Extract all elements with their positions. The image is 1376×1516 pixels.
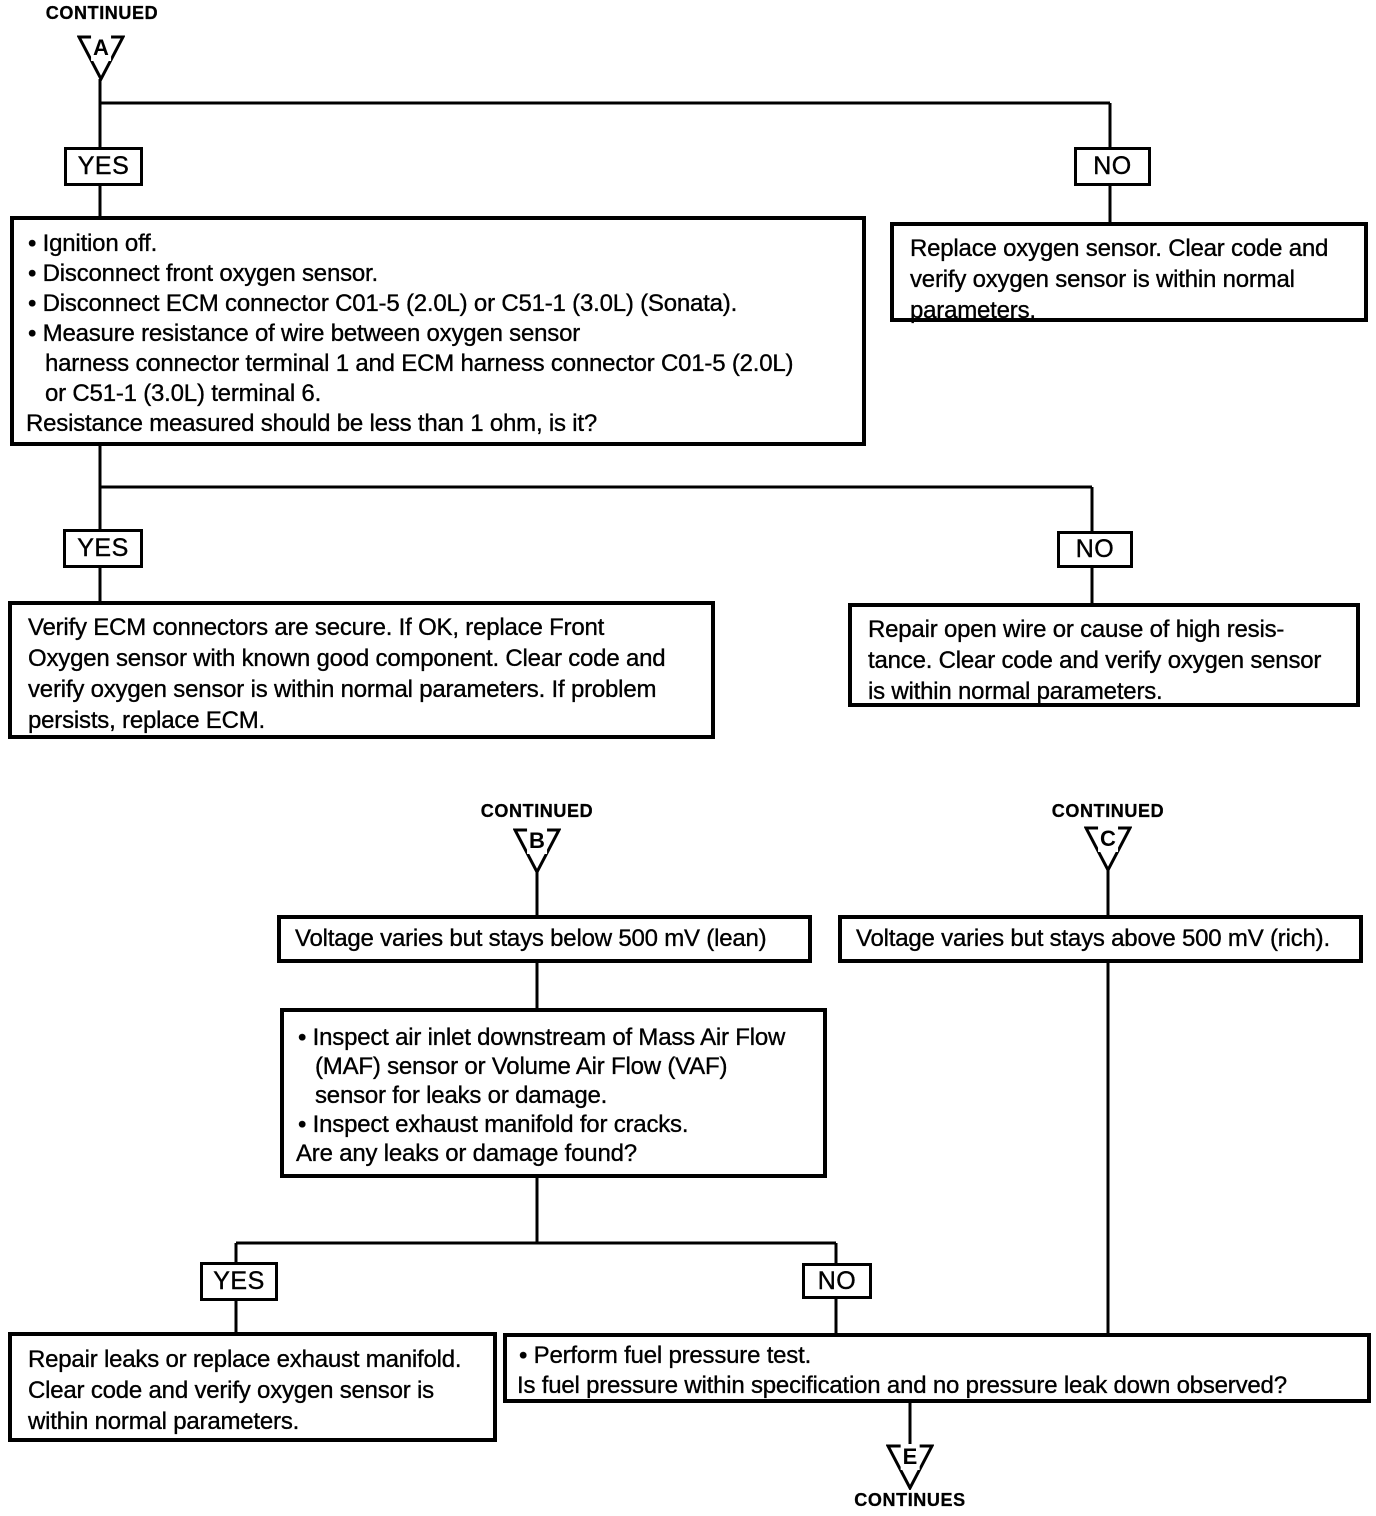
box-line: or C51-1 (3.0L) terminal 6. [45,380,322,407]
repair-wire-box: Repair open wire or cause of high resis-… [848,603,1360,707]
continued-label-c: CONTINUED [1051,801,1165,821]
box-line: • Perform fuel pressure test. [519,1342,812,1369]
box-line: Oxygen sensor with known good component.… [28,645,666,672]
box-line: • Disconnect front oxygen sensor. [28,260,379,287]
connector-c: C [1084,826,1132,872]
voltage-rich-box: Voltage varies but stays above 500 mV (r… [838,915,1363,963]
box-line: Repair leaks or replace exhaust manifold… [28,1346,462,1373]
connector-e: E [886,1444,934,1490]
box-line: Voltage varies but stays above 500 mV (r… [856,925,1330,952]
yes-badge-2-label: YES [77,534,129,562]
yes-badge-1: YES [64,147,143,186]
box-line: harness connector terminal 1 and ECM har… [45,350,794,377]
yes-badge-3-label: YES [213,1267,265,1295]
connector-b: B [513,828,561,874]
box-line: • Inspect exhaust manifold for cracks. [298,1111,689,1138]
box-line: persists, replace ECM. [28,707,266,734]
box-line: • Measure resistance of wire between oxy… [28,320,581,347]
box-line: is within normal parameters. [868,678,1163,705]
connector-c-letter: C [1098,826,1118,852]
replace-oxygen-box: Replace oxygen sensor. Clear code and ve… [890,222,1368,324]
box-line: verify oxygen sensor is within normal pa… [28,676,657,703]
connector-a-letter: A [91,35,111,61]
box-line: • Disconnect ECM connector C01-5 (2.0L) … [28,290,738,317]
continued-label-b: CONTINUED [480,801,594,821]
inspect-air-box: • Inspect air inlet downstream of Mass A… [280,1008,827,1178]
box-line: Resistance measured should be less than … [26,410,598,437]
continues-label-e: CONTINUES [854,1490,966,1510]
connector-e-letter: E [900,1444,920,1470]
box-line: • Inspect air inlet downstream of Mass A… [298,1024,786,1051]
box-line: Repair open wire or cause of high resis- [868,616,1285,643]
fuel-pressure-box: • Perform fuel pressure test. Is fuel pr… [503,1333,1371,1403]
continued-label-a: CONTINUED [45,3,159,23]
no-badge-1: NO [1074,147,1151,186]
box-line: Clear code and verify oxygen sensor is [28,1377,435,1404]
box-line: Replace oxygen sensor. Clear code and [910,235,1329,262]
box-line: • Ignition off. [28,230,158,257]
repair-leaks-box: Repair leaks or replace exhaust manifold… [8,1332,497,1442]
no-badge-2-label: NO [1075,535,1115,563]
connector-a: A [77,35,125,81]
no-badge-3: NO [802,1263,872,1299]
box-line: verify oxygen sensor is within normal [910,266,1295,293]
box-line: Are any leaks or damage found? [296,1140,637,1167]
box-line: within normal parameters. [28,1408,300,1435]
connector-b-letter: B [527,828,547,854]
verify-ecm-box: Verify ECM connectors are secure. If OK,… [8,601,715,739]
no-badge-3-label: NO [817,1266,857,1295]
box-line: parameters. [910,297,1036,324]
procedure-box: • Ignition off. • Disconnect front oxyge… [10,216,866,446]
box-line: sensor for leaks or damage. [315,1082,608,1109]
yes-badge-1-label: YES [77,152,130,180]
no-badge-1-label: NO [1093,152,1132,180]
box-line: tance. Clear code and verify oxygen sens… [868,647,1322,674]
voltage-lean-box: Voltage varies but stays below 500 mV (l… [277,915,812,963]
box-line: Is fuel pressure within specification an… [517,1372,1287,1399]
yes-badge-2: YES [63,529,143,568]
no-badge-2: NO [1057,531,1133,568]
box-line: Voltage varies but stays below 500 mV (l… [295,925,767,952]
box-line: Verify ECM connectors are secure. If OK,… [28,614,605,641]
yes-badge-3: YES [200,1262,278,1301]
box-line: (MAF) sensor or Volume Air Flow (VAF) [315,1053,728,1080]
